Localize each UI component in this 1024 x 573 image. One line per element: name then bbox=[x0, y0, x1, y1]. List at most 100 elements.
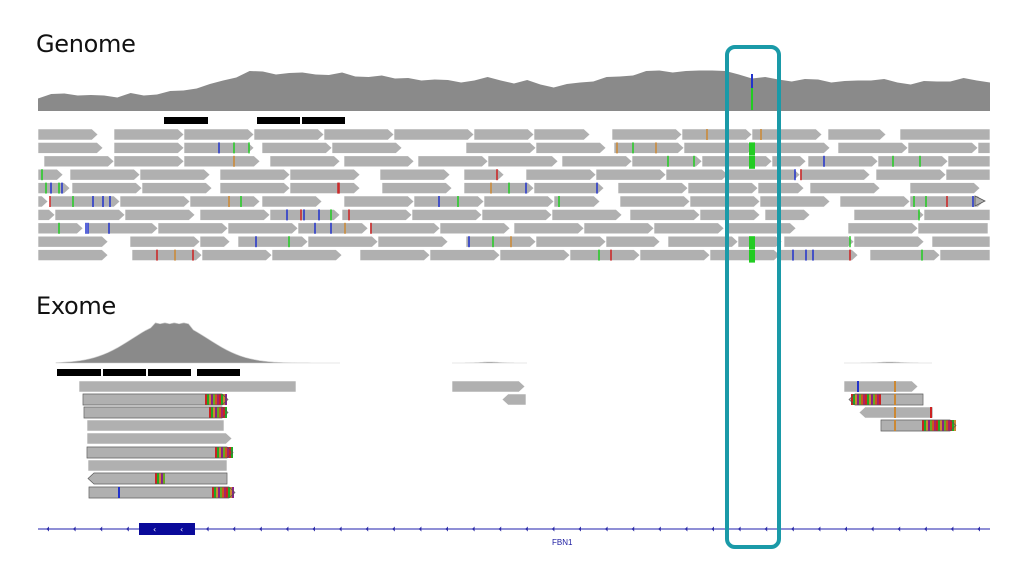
aligned-read[interactable] bbox=[923, 209, 991, 221]
aligned-read[interactable] bbox=[183, 155, 261, 168]
aligned-read[interactable] bbox=[37, 249, 109, 261]
aligned-read[interactable] bbox=[827, 128, 887, 141]
aligned-read[interactable] bbox=[131, 249, 203, 261]
aligned-read[interactable] bbox=[429, 249, 501, 261]
aligned-read[interactable] bbox=[501, 393, 527, 406]
aligned-read[interactable] bbox=[157, 222, 229, 235]
aligned-read[interactable] bbox=[37, 142, 104, 154]
aligned-read[interactable] bbox=[533, 182, 605, 194]
aligned-read[interactable] bbox=[199, 235, 231, 248]
aligned-read[interactable] bbox=[113, 155, 185, 168]
aligned-read[interactable] bbox=[341, 209, 413, 221]
aligned-read[interactable] bbox=[227, 222, 299, 235]
aligned-read[interactable] bbox=[237, 235, 309, 248]
aligned-read[interactable] bbox=[843, 380, 919, 393]
aligned-read[interactable] bbox=[465, 142, 537, 154]
aligned-read[interactable] bbox=[513, 222, 585, 235]
aligned-read[interactable] bbox=[525, 168, 597, 181]
aligned-read[interactable] bbox=[439, 222, 511, 235]
aligned-read[interactable] bbox=[499, 249, 571, 261]
aligned-read[interactable] bbox=[687, 182, 759, 194]
aligned-read[interactable] bbox=[189, 195, 261, 208]
aligned-read[interactable] bbox=[417, 155, 489, 168]
aligned-read[interactable] bbox=[535, 235, 607, 248]
aligned-read[interactable] bbox=[379, 168, 451, 181]
aligned-read[interactable] bbox=[377, 235, 449, 248]
aligned-read[interactable] bbox=[617, 182, 689, 194]
aligned-read[interactable] bbox=[86, 446, 234, 459]
aligned-read[interactable] bbox=[595, 168, 667, 181]
aligned-read[interactable] bbox=[289, 182, 361, 194]
aligned-read[interactable] bbox=[551, 209, 623, 221]
aligned-read[interactable] bbox=[875, 168, 947, 181]
aligned-read[interactable] bbox=[54, 209, 126, 221]
aligned-read[interactable] bbox=[113, 128, 185, 141]
aligned-read[interactable] bbox=[757, 182, 805, 194]
aligned-read[interactable] bbox=[83, 406, 229, 419]
aligned-read[interactable] bbox=[553, 195, 601, 208]
aligned-read[interactable] bbox=[451, 380, 526, 393]
aligned-read[interactable] bbox=[699, 209, 761, 221]
aligned-read[interactable] bbox=[183, 128, 255, 141]
aligned-read[interactable] bbox=[71, 182, 143, 194]
aligned-read[interactable] bbox=[839, 195, 911, 208]
aligned-read[interactable] bbox=[139, 168, 211, 181]
aligned-read[interactable] bbox=[877, 155, 949, 168]
aligned-read[interactable] bbox=[87, 459, 228, 472]
aligned-read[interactable] bbox=[124, 209, 196, 221]
aligned-read[interactable] bbox=[201, 249, 273, 261]
aligned-read[interactable] bbox=[931, 235, 991, 248]
aligned-read[interactable] bbox=[807, 155, 879, 168]
aligned-read[interactable] bbox=[653, 222, 725, 235]
aligned-read[interactable] bbox=[483, 195, 555, 208]
aligned-read[interactable] bbox=[37, 195, 49, 208]
genome-read-pileup[interactable] bbox=[37, 128, 991, 263]
aligned-read[interactable] bbox=[87, 222, 159, 235]
exome-read-pileup[interactable] bbox=[78, 380, 957, 499]
aligned-read[interactable] bbox=[783, 235, 855, 248]
aligned-read[interactable] bbox=[947, 155, 991, 168]
aligned-read[interactable] bbox=[611, 128, 683, 141]
aligned-read[interactable] bbox=[473, 128, 535, 141]
aligned-read[interactable] bbox=[917, 222, 989, 235]
aligned-read[interactable] bbox=[119, 195, 191, 208]
aligned-read[interactable] bbox=[463, 182, 535, 194]
aligned-read[interactable] bbox=[43, 155, 115, 168]
aligned-read[interactable] bbox=[853, 235, 925, 248]
gene-annotation-track[interactable]: ‹‹ bbox=[38, 523, 990, 535]
aligned-read[interactable] bbox=[487, 155, 559, 168]
aligned-read[interactable] bbox=[665, 168, 729, 181]
aligned-read[interactable] bbox=[323, 128, 395, 141]
aligned-read[interactable] bbox=[533, 128, 591, 141]
aligned-read[interactable] bbox=[561, 155, 633, 168]
aligned-read[interactable] bbox=[199, 209, 271, 221]
aligned-read[interactable] bbox=[129, 235, 201, 248]
aligned-read[interactable] bbox=[939, 249, 991, 261]
aligned-read[interactable] bbox=[945, 168, 991, 181]
aligned-read[interactable] bbox=[751, 128, 823, 141]
aligned-read[interactable] bbox=[86, 432, 233, 445]
aligned-read[interactable] bbox=[667, 235, 739, 248]
aligned-read[interactable] bbox=[37, 209, 56, 221]
aligned-read[interactable] bbox=[393, 128, 475, 141]
aligned-read[interactable] bbox=[411, 209, 483, 221]
aligned-read[interactable] bbox=[639, 249, 711, 261]
aligned-read[interactable] bbox=[413, 195, 485, 208]
aligned-read[interactable] bbox=[907, 142, 979, 154]
aligned-read[interactable] bbox=[271, 249, 343, 261]
aligned-read[interactable] bbox=[853, 209, 925, 221]
aligned-read[interactable] bbox=[381, 182, 453, 194]
aligned-read[interactable] bbox=[78, 380, 297, 393]
aligned-read[interactable] bbox=[307, 235, 379, 248]
aligned-read[interactable] bbox=[481, 209, 553, 221]
aligned-read[interactable] bbox=[331, 142, 403, 154]
aligned-read[interactable] bbox=[605, 235, 661, 248]
aligned-read[interactable] bbox=[799, 168, 871, 181]
aligned-read[interactable] bbox=[463, 168, 505, 181]
aligned-read[interactable] bbox=[343, 195, 415, 208]
aligned-read[interactable] bbox=[359, 249, 431, 261]
aligned-read[interactable] bbox=[289, 168, 361, 181]
aligned-read[interactable] bbox=[613, 142, 685, 154]
gene-exon[interactable] bbox=[139, 523, 195, 535]
aligned-read[interactable] bbox=[219, 168, 291, 181]
